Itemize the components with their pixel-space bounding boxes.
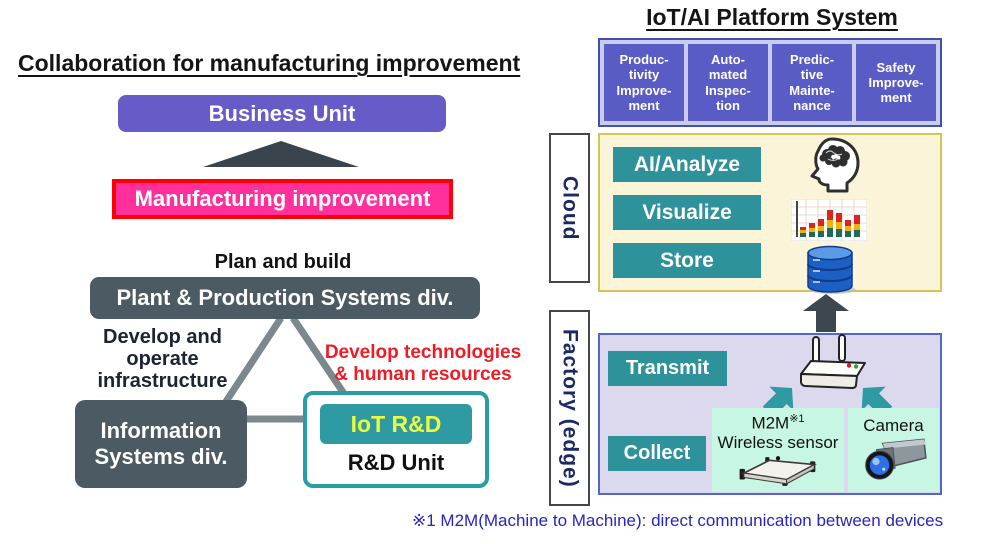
collect-box: Collect [608,436,706,471]
store-box: Store [613,243,761,278]
up-arrow-icon [803,294,849,332]
ai-analyze-box: AI/Analyze [613,147,761,182]
bar-chart-icon [791,199,867,241]
application-box-safety: Safety Improve- ment [856,44,936,121]
wireless-sensor-icon [739,455,817,486]
develop-infrastructure-label: Develop and operate infrastructure [97,326,228,392]
m2m-label: M2M※1 [751,413,805,433]
cloud-label: Cloud [549,133,590,283]
triangle-up-icon [203,141,359,167]
left-heading: Collaboration for manufacturing improvem… [18,50,521,76]
application-box-productivity: Produc- tivity Improve- ment [604,44,684,121]
camera-label: Camera [863,416,924,435]
footnote: ※1 M2M(Machine to Machine): direct commu… [412,511,944,530]
rd-unit-label: R&D Unit [347,450,445,475]
visualize-box: Visualize [613,195,761,230]
router-icon [800,334,866,389]
applications-row: Produc- tivity Improve- ment Auto- mated… [598,38,942,127]
business-unit-box: Business Unit [118,95,446,132]
plan-and-build-label: Plan and build [214,251,352,273]
develop-technologies-label: Develop technologies & human resources [324,342,522,385]
information-division-box: Information Systems div. [75,400,247,488]
ai-head-icon [810,137,860,193]
database-icon [807,245,856,294]
right-heading: IoT/AI Platform System [646,4,898,30]
m2m-sensor-box: M2M※1 Wireless sensor [712,408,844,492]
rd-unit-box: IoT R&D R&D Unit [303,391,489,488]
plant-division-box: Plant & Production Systems div. [90,277,480,319]
application-box-inspection: Auto- mated Inspec- tion [688,44,768,121]
iot-rd-box: IoT R&D [320,404,472,444]
transmit-box: Transmit [608,351,727,386]
wireless-sensor-label: Wireless sensor [717,433,839,453]
camera-box: Camera [848,408,939,492]
camera-icon [864,438,927,480]
application-box-maintenance: Predic- tive Mainte- nance [772,44,852,121]
manufacturing-improvement-box: Manufacturing improvement [112,179,453,219]
factory-edge-label: Factory (edge) [549,310,590,506]
